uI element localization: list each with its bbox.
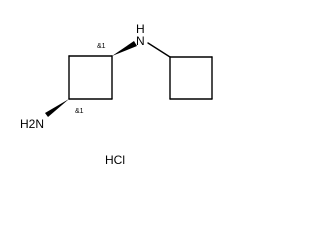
bond-n-to-cyclobutyl [147,42,171,58]
stereo-label-top: &1 [97,43,106,50]
wedge-bond-to-nh2 [45,99,69,117]
wedge-bond-to-nh [112,41,137,56]
stereo-label-bottom: &1 [75,108,84,115]
atom-label-nh-h: H [136,22,145,36]
left-cyclobutane-ring [68,55,113,100]
salt-label: HCl [105,153,125,167]
atom-label-nh-n: N [136,34,145,48]
molecule-diagram: H N H2N &1 &1 HCl [20,22,213,167]
atom-label-nh2: H2N [20,117,44,131]
right-cyclobutane-ring [169,56,213,100]
